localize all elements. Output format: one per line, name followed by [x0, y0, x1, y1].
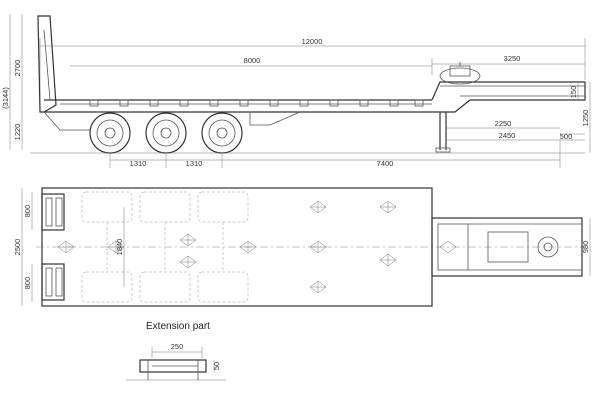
landing-leg [435, 112, 451, 153]
dim-deck-length: 8000 [244, 56, 261, 65]
dim-overall-height: (3144) [1, 87, 10, 109]
dim-axle-spacing-2: 1310 [186, 159, 203, 168]
side-view: 12000 8000 3250 (3144) 2700 1220 [1, 14, 591, 168]
extension-height: 50 [212, 362, 221, 370]
extension-title: Extension part [146, 321, 210, 332]
wheel-axle-1 [89, 112, 131, 154]
dim-gooseneck-length: 3250 [504, 54, 521, 63]
dim-kingpin-to-leg: 2250 [495, 119, 512, 128]
dim-front-offset: 500 [560, 132, 573, 141]
dim-deck-height: 1220 [13, 124, 22, 141]
ramp-top [41, 193, 65, 231]
dim-overall-width: 2500 [13, 239, 22, 256]
dim-neck-width: 980 [581, 241, 590, 254]
tread-marks [57, 200, 397, 294]
dim-neck-height: 1250 [581, 110, 590, 127]
dim-ramp-height: 2700 [13, 60, 22, 77]
gooseneck-top [431, 217, 583, 277]
dim-ramp-width-bottom: 800 [23, 277, 32, 290]
dim-axle-spacing-1: 1310 [130, 159, 147, 168]
dim-overall-length: 12000 [302, 37, 323, 46]
extension-width: 250 [171, 342, 184, 351]
extension-part: Extension part 250 50 [126, 321, 226, 381]
cross-members [89, 99, 424, 107]
top-view: 2500 800 800 1840 [13, 187, 591, 307]
wheel-axle-3 [201, 112, 243, 154]
dim-kingpin-to-front: 2450 [499, 131, 516, 140]
wheel-sets [81, 191, 249, 303]
wheel-axle-2 [145, 112, 187, 154]
rear-ramp [37, 15, 57, 113]
extension-profile [139, 359, 207, 373]
dim-neck-step: 150 [569, 86, 578, 99]
dim-ramp-width-top: 800 [23, 205, 32, 218]
ramp-bottom [41, 263, 65, 301]
dim-rear-to-kingpin: 7400 [377, 159, 394, 168]
gooseneck [431, 62, 586, 113]
